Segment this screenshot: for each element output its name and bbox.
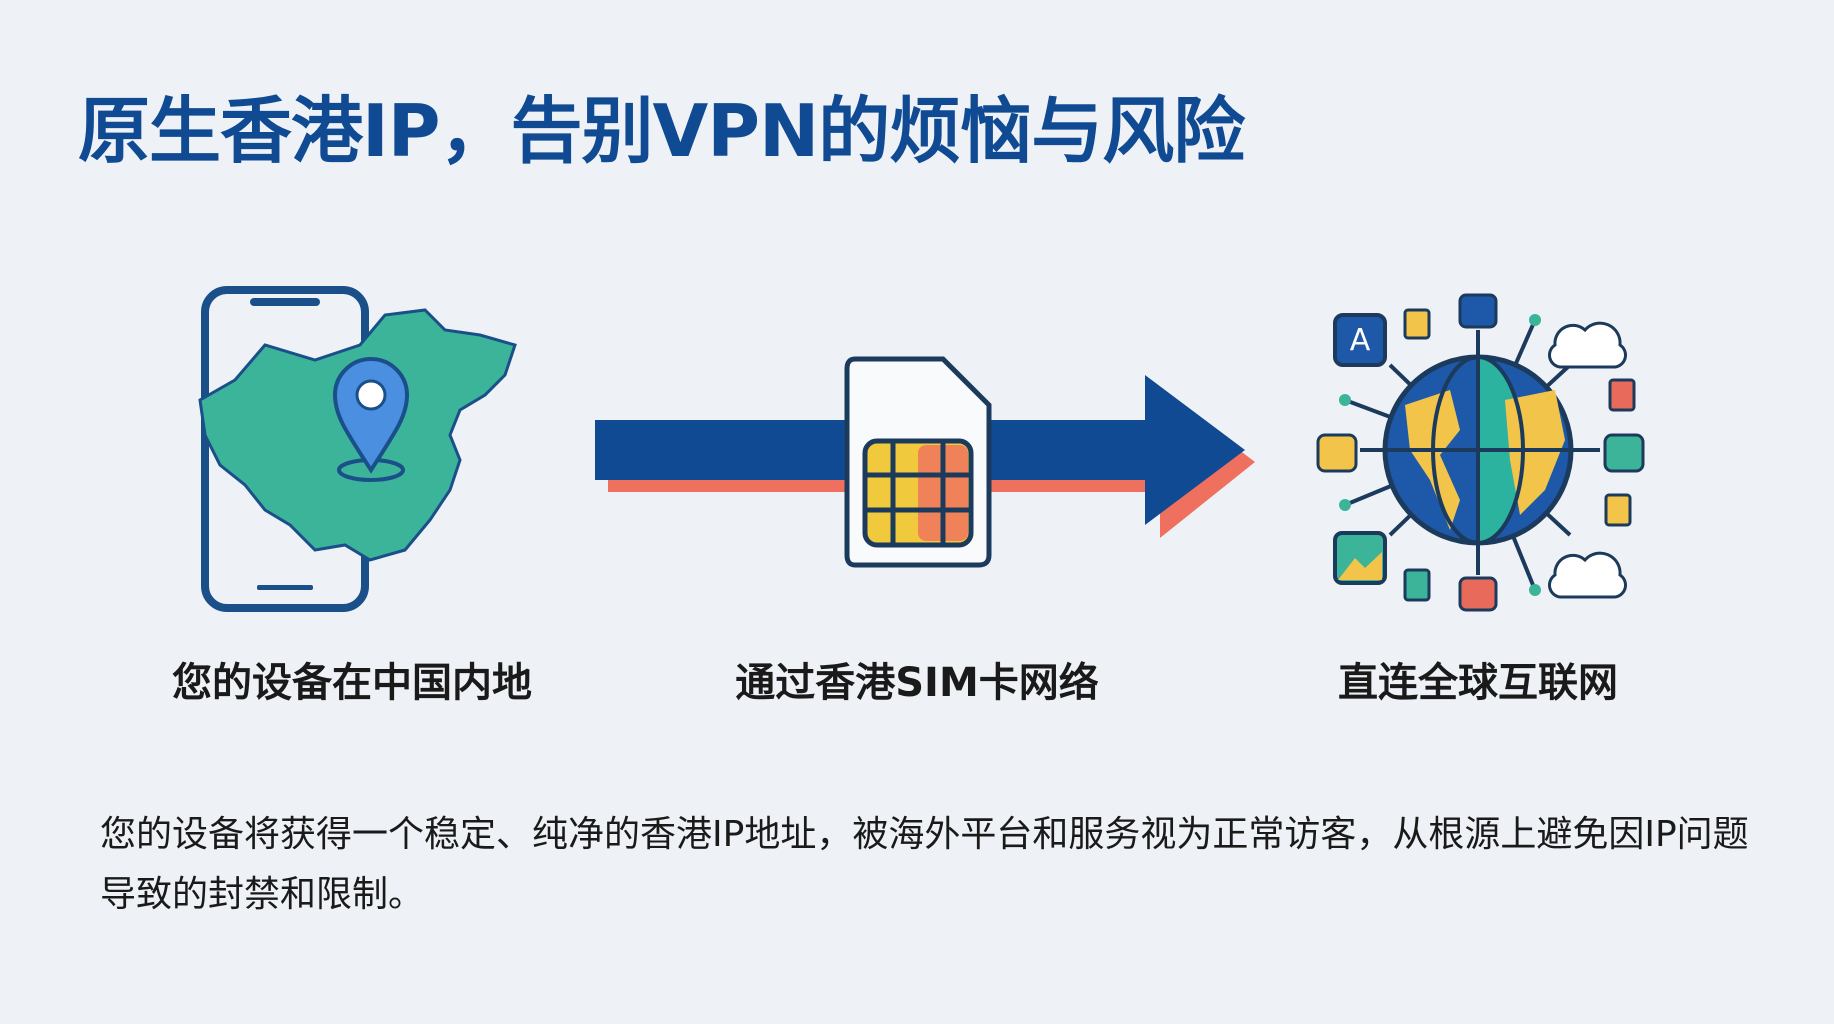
step-label-sim: 通过香港SIM卡网络	[735, 660, 1099, 706]
description-text: 您的设备将获得一个稳定、纯净的香港IP地址，被海外平台和服务视为正常访客，从根源…	[100, 814, 1749, 915]
svg-text:A: A	[1350, 323, 1371, 358]
phone-china-map-icon	[198, 286, 517, 612]
step-label-device: 您的设备在中国内地	[172, 660, 532, 706]
step-label-internet: 直连全球互联网	[1338, 660, 1618, 706]
sim-card-icon	[844, 356, 992, 568]
page-title: 原生香港IP，告别VPN的烦恼与风险	[78, 89, 1245, 173]
globe-network-icon: A	[1316, 293, 1645, 612]
